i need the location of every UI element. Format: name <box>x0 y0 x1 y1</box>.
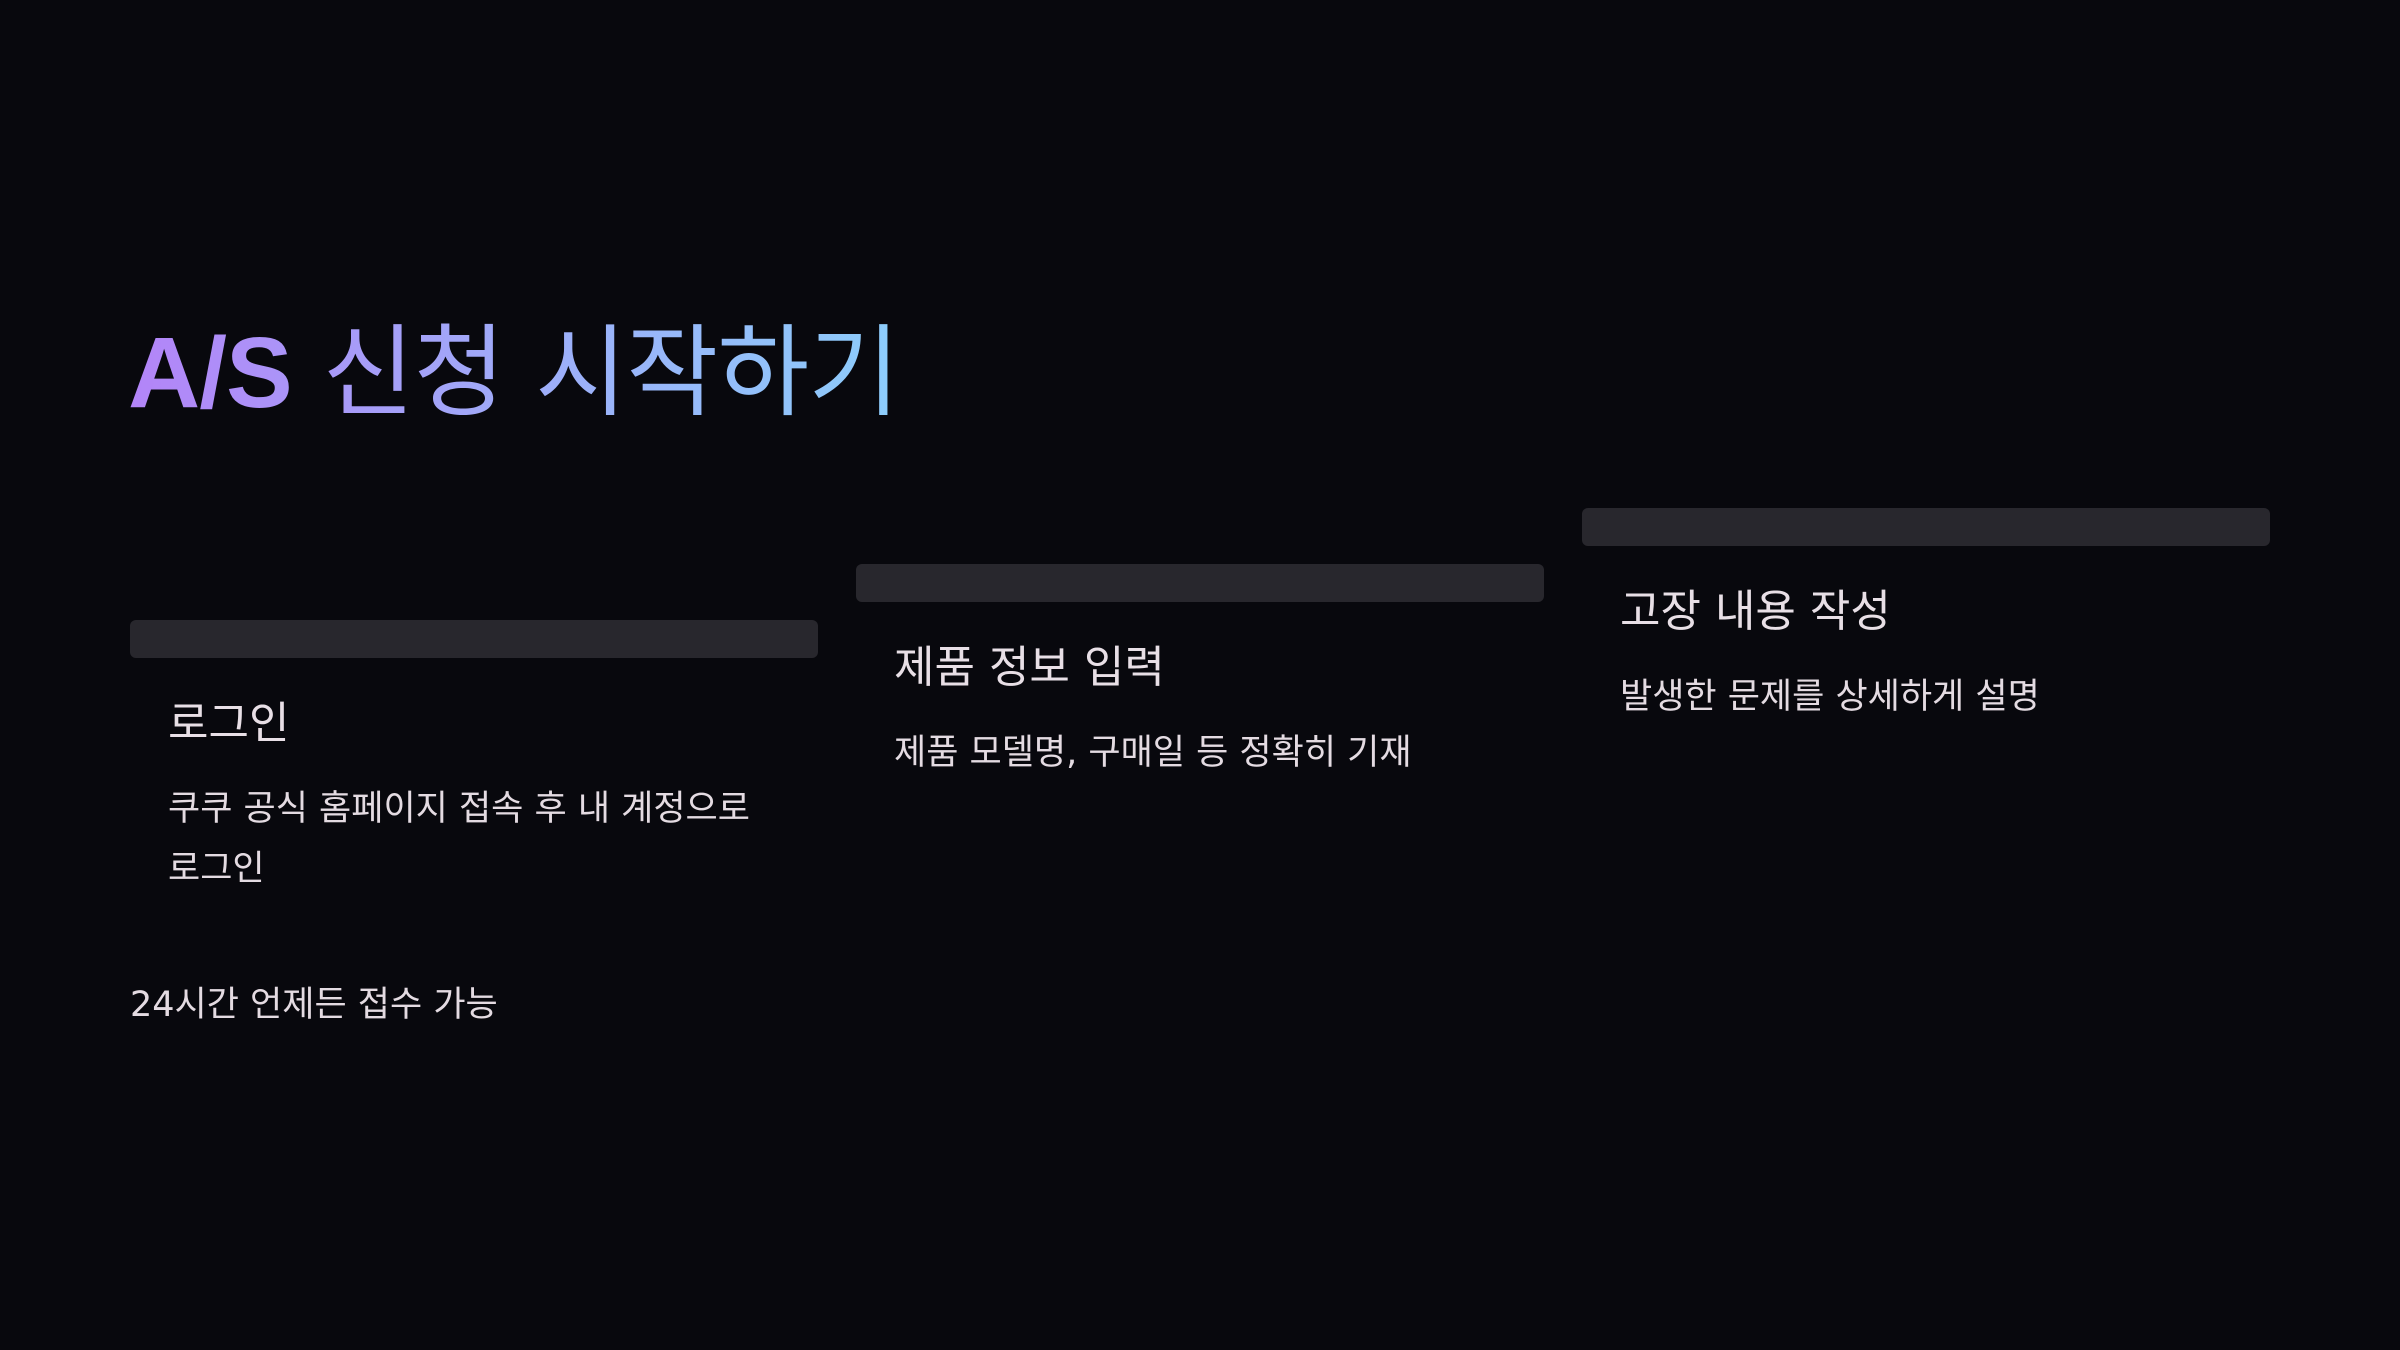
title-latin: A/S <box>128 317 292 429</box>
page-title: A/S 신청 시작하기 <box>128 318 899 428</box>
step-card-login: 로그인 쿠쿠 공식 홈페이지 접속 후 내 계정으로 로그인 <box>130 620 818 899</box>
step-description: 발생한 문제를 상세하게 설명 <box>1620 676 2040 717</box>
step-bar <box>130 620 818 658</box>
step-card-fault-description: 고장 내용 작성 발생한 문제를 상세하게 설명 <box>1582 508 2270 727</box>
step-title: 제품 정보 입력 <box>894 642 1165 693</box>
step-title: 고장 내용 작성 <box>1620 586 1891 637</box>
step-bar <box>856 564 1544 602</box>
availability-note: 24시간 언제든 접수 가능 <box>130 985 498 1025</box>
title-korean: 신청 시작하기 <box>322 314 900 431</box>
step-description: 제품 모델명, 구매일 등 정확히 기재 <box>894 732 1412 773</box>
step-bar <box>1582 508 2270 546</box>
step-title: 로그인 <box>168 698 290 749</box>
step-description: 쿠쿠 공식 홈페이지 접속 후 내 계정으로 로그인 <box>168 788 750 889</box>
step-card-product-info: 제품 정보 입력 제품 모델명, 구매일 등 정확히 기재 <box>856 564 1544 783</box>
